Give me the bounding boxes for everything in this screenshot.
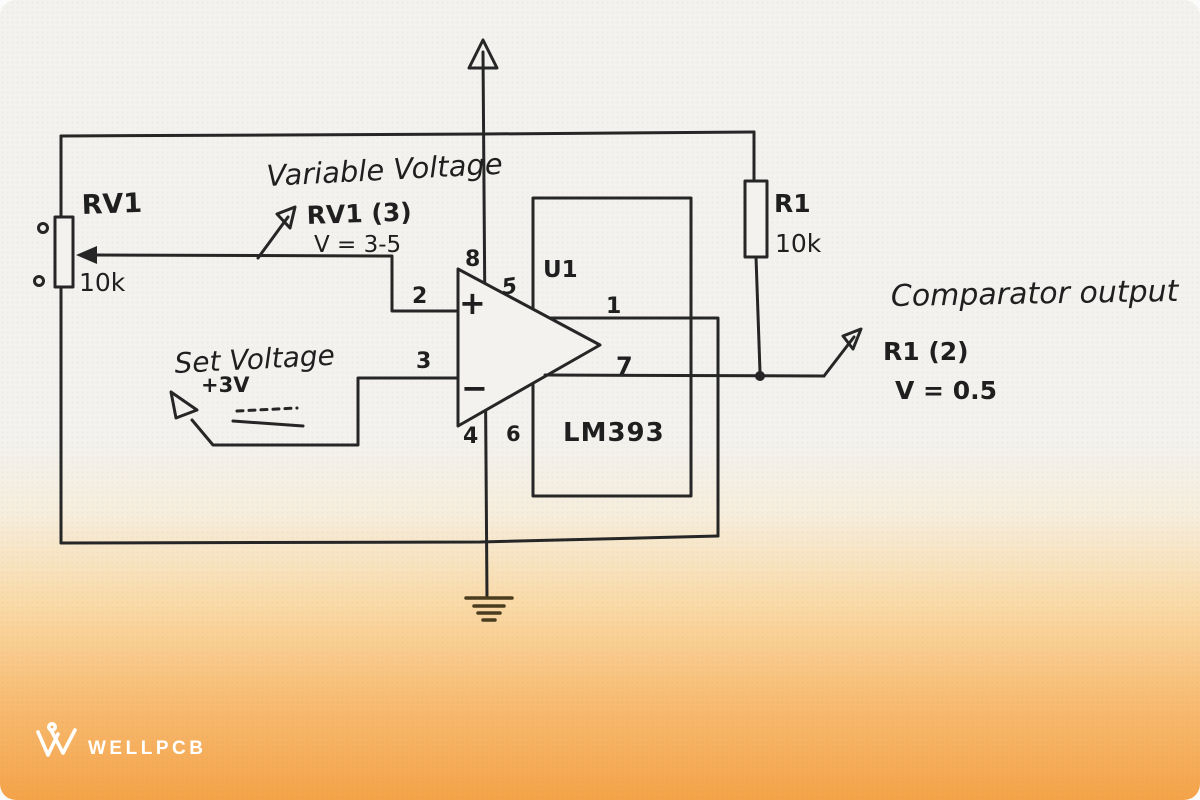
potentiometer-terminal-top bbox=[37, 222, 49, 234]
junction-dot bbox=[755, 371, 765, 381]
variable-voltage-pointer-line bbox=[256, 215, 290, 260]
comparator-output-annotation: Comparator output R1 (2) V = 0.5 bbox=[883, 274, 1180, 405]
r1-ref-label: R1 bbox=[774, 189, 811, 218]
variable-voltage-annotation: Variable Voltage RV1 (3) V = 3-5 bbox=[256, 147, 504, 260]
pin1-label: 1 bbox=[606, 294, 621, 319]
wellpcb-logo: WELLPCB bbox=[36, 721, 206, 759]
comparator-output-title: Comparator output bbox=[891, 274, 1180, 314]
comparator-output-ref: R1 (2) bbox=[883, 337, 969, 366]
resistor-r1: R1 10k bbox=[743, 179, 822, 259]
potentiometer-body bbox=[53, 215, 75, 289]
wiper-arrow-icon bbox=[76, 246, 97, 264]
pin3-label: 3 bbox=[416, 349, 431, 374]
variable-voltage-value: V = 3-5 bbox=[314, 232, 401, 258]
set-voltage-arrow-icon bbox=[169, 390, 199, 420]
pin7-label: 7 bbox=[616, 352, 633, 380]
set-voltage-annotation: Set Voltage +3V bbox=[169, 339, 336, 428]
noninverting-input-sign: + bbox=[459, 284, 486, 322]
r1-value-label: 10k bbox=[775, 229, 822, 258]
set-voltage-value: +3V bbox=[201, 373, 250, 397]
set-voltage-dashed-mark bbox=[235, 406, 299, 413]
ic-designator-label: U1 bbox=[543, 257, 578, 283]
ground-symbol bbox=[464, 596, 514, 622]
logo-w-stroke-2 bbox=[49, 728, 77, 755]
comparator-output-value: V = 0.5 bbox=[895, 376, 997, 405]
wiper-wire-to-pin2 bbox=[94, 253, 460, 313]
r1-bottom-wire bbox=[754, 255, 762, 374]
bottom-wire bbox=[59, 534, 720, 545]
inverting-input-sign: − bbox=[461, 369, 488, 407]
rv1-value-label: 10k bbox=[79, 268, 126, 297]
ic-part-label: LM393 bbox=[563, 418, 665, 448]
rv1-ref-label: RV1 bbox=[81, 188, 143, 221]
pin8-label: 8 bbox=[465, 247, 480, 272]
set-voltage-title: Set Voltage bbox=[174, 339, 336, 380]
variable-voltage-title: Variable Voltage bbox=[266, 147, 504, 193]
power-symbol bbox=[467, 38, 499, 70]
set-voltage-wire-to-pin3 bbox=[190, 376, 460, 447]
power-arrow-icon bbox=[467, 38, 499, 70]
potentiometer-rv1: RV1 10k bbox=[33, 188, 143, 297]
output-net bbox=[543, 327, 863, 381]
variable-voltage-arrow-icon bbox=[275, 205, 297, 230]
logo-dot-icon bbox=[47, 721, 58, 733]
pin1-output-wire bbox=[546, 316, 720, 538]
wellpcb-logo-text: WELLPCB bbox=[88, 738, 206, 759]
opamp-triangle bbox=[456, 267, 602, 428]
potentiometer-terminal-bottom bbox=[33, 275, 45, 287]
wires bbox=[59, 50, 762, 599]
top-supply-wire bbox=[59, 130, 756, 138]
comparator-output-wire bbox=[543, 373, 826, 378]
pin4-label: 4 bbox=[463, 424, 478, 449]
pin5-label: 5 bbox=[500, 274, 519, 301]
ic-labels: U1 LM393 bbox=[543, 257, 665, 448]
pin-labels: 8 5 2 3 4 6 1 7 bbox=[412, 247, 633, 449]
variable-voltage-ref: RV1 (3) bbox=[306, 197, 412, 230]
comparator-symbol: + − bbox=[456, 267, 602, 428]
set-voltage-underline-mark bbox=[231, 419, 305, 428]
pin6-label: 6 bbox=[506, 422, 521, 446]
wellpcb-logo-icon bbox=[36, 721, 77, 757]
resistor-body bbox=[743, 179, 769, 259]
pin2-label: 2 bbox=[412, 284, 427, 309]
logo-w-stroke-1 bbox=[36, 730, 60, 757]
output-annotation-arrow-icon bbox=[841, 327, 863, 351]
